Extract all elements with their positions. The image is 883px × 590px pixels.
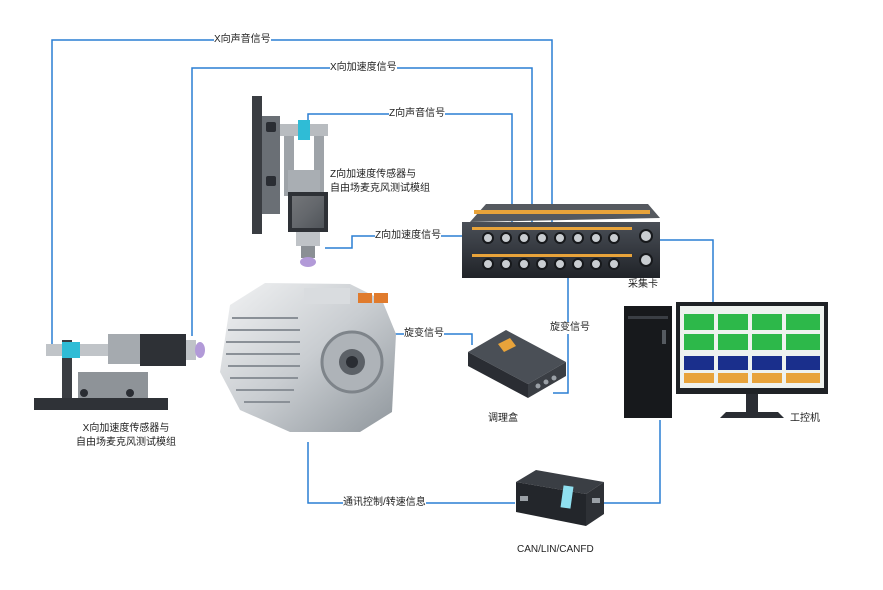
wire-x-sound (51, 39, 553, 350)
label-comm: 通讯控制/转速信息 (343, 497, 426, 509)
caption-can: CAN/LIN/CANFD (517, 544, 594, 555)
motor-unit (220, 283, 396, 432)
label-z-sound: Z向声音信号 (389, 108, 446, 120)
industrial-pc (624, 302, 828, 418)
wire-pc-can (600, 420, 661, 504)
caption-z-module-line1: Z向加速度传感器与 (330, 169, 417, 180)
label-resolver-right: 旋变信号 (550, 322, 590, 334)
z-sensor-module (252, 96, 328, 267)
daq-card (462, 204, 660, 278)
caption-x-module-line1: X向加速度传感器与 (82, 423, 170, 434)
label-z-accel: Z向加速度信号 (375, 230, 442, 242)
wire-comm (307, 442, 515, 504)
caption-z-module-line2: 自由场麦克风测试模组 (330, 183, 430, 194)
caption-daq: 采集卡 (628, 279, 658, 290)
wire-resolver-right (553, 258, 569, 394)
wire-daq-pc (656, 239, 714, 302)
caption-x-module: X向加速度传感器与 自由场麦克风测试模组 (66, 422, 186, 450)
caption-z-module: Z向加速度传感器与 自由场麦克风测试模组 (330, 168, 430, 196)
label-resolver-left: 旋变信号 (404, 328, 444, 340)
caption-conditioner: 调理盒 (488, 413, 518, 424)
caption-x-module-line2: 自由场麦克风测试模组 (76, 437, 176, 448)
can-interface (516, 470, 604, 526)
caption-pc: 工控机 (790, 413, 820, 424)
label-x-sound: X向声音信号 (214, 34, 271, 46)
conditioner-box (468, 330, 566, 398)
label-x-accel: X向加速度信号 (330, 62, 397, 74)
x-sensor-module (34, 334, 205, 410)
